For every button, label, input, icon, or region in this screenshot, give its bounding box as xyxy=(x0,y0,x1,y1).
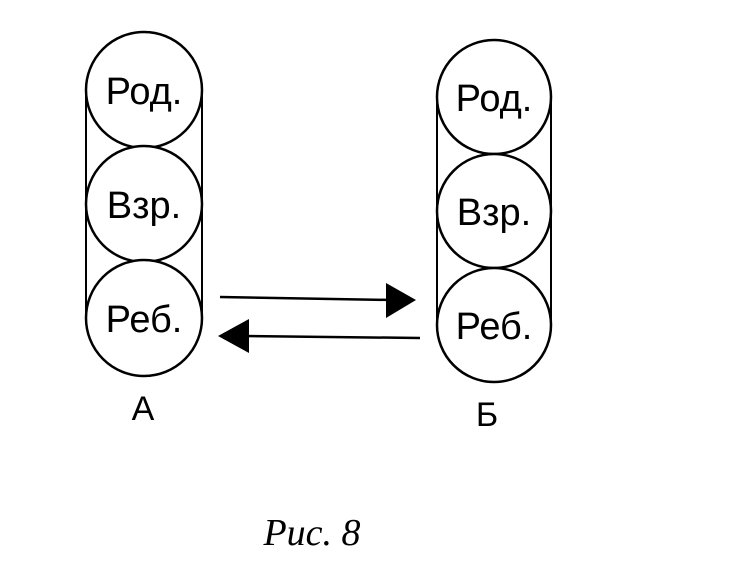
right-child-circle xyxy=(435,266,553,384)
right-parent-label: Род. xyxy=(456,78,533,120)
arrow-left-head xyxy=(218,319,249,353)
right-ego-stack: Род. Взр. Реб. Б xyxy=(435,38,553,434)
left-child-circle xyxy=(84,258,204,378)
figure-caption: Рис. 8 xyxy=(262,512,360,554)
left-child-label: Реб. xyxy=(106,299,183,341)
left-stack-label: А xyxy=(132,390,155,428)
left-adult-label: Взр. xyxy=(107,185,181,227)
left-parent-label: Род. xyxy=(106,71,183,113)
transaction-arrows xyxy=(218,283,421,353)
arrow-left-line xyxy=(243,334,421,340)
arrow-right-line xyxy=(219,295,393,302)
left-ego-stack: Род. Взр. Реб. А xyxy=(84,30,204,428)
right-stack-label: Б xyxy=(476,396,498,434)
right-child-label: Реб. xyxy=(456,306,533,348)
right-adult-label: Взр. xyxy=(457,192,531,234)
arrow-right-head xyxy=(386,283,416,318)
